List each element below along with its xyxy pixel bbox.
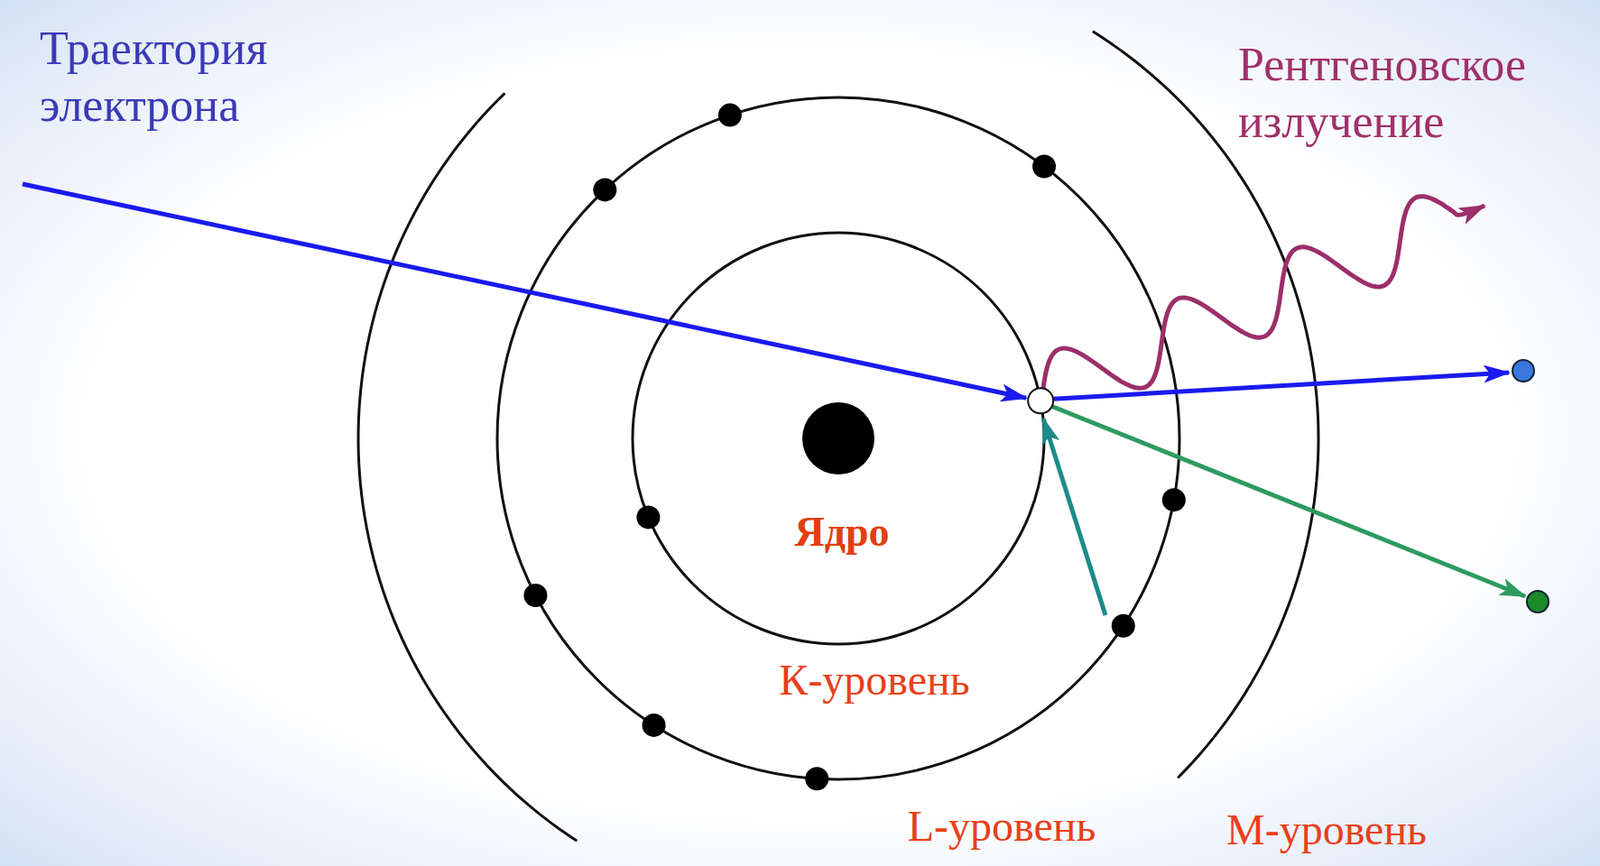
trajectory-label: Траектория электрона (39, 19, 365, 135)
scattered-electron (1512, 360, 1535, 382)
ejected-electron-path (1051, 406, 1526, 597)
electron-transition (1043, 418, 1106, 616)
k-shell (632, 232, 1045, 645)
shell-label: M-уровень (1226, 804, 1427, 858)
x-ray-wave (1042, 196, 1485, 395)
scattered-electron-path (1053, 372, 1509, 399)
electron (642, 713, 666, 738)
nucleus (802, 402, 875, 475)
vacancy (1027, 388, 1054, 414)
electron (804, 767, 829, 791)
electron-trajectory (22, 184, 1027, 398)
x-ray-label: Рентгеновское излучение (1238, 36, 1595, 151)
electron (718, 103, 742, 128)
shell-label: L-уровень (907, 800, 1097, 854)
electron (1162, 488, 1186, 512)
electron (636, 505, 660, 529)
shell-label: К-уровень (778, 654, 970, 708)
electron (592, 177, 617, 202)
ejected-electron (1526, 591, 1549, 613)
nucleus-label: Ядро (794, 507, 889, 558)
m-shell-arc (358, 92, 577, 842)
electron (1032, 155, 1056, 179)
electron (523, 583, 547, 608)
l-shell (497, 97, 1180, 780)
electron (1111, 614, 1136, 639)
